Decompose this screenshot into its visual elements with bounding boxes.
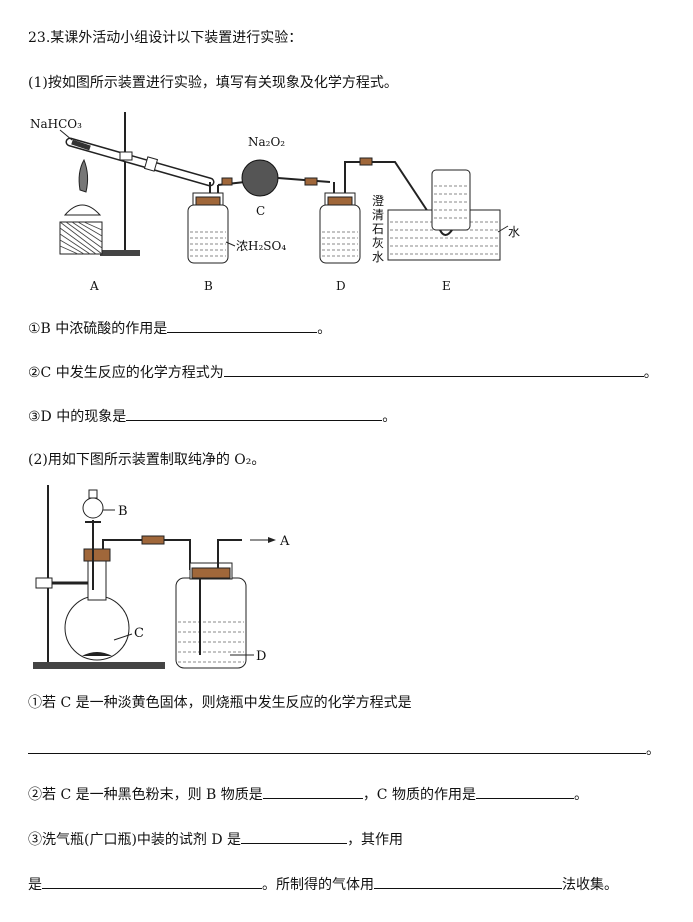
acid-liquid — [190, 231, 226, 257]
question-title: 23.某课外活动小组设计以下装置进行实验： — [28, 30, 303, 46]
stopper-d — [327, 196, 353, 206]
rubber-connector — [141, 535, 165, 545]
label-water: 水 — [508, 225, 520, 239]
question-1-3: ③D 中的现象是。 — [28, 406, 396, 426]
figure-2-apparatus: B A C D — [33, 485, 290, 669]
flask-neck — [87, 559, 107, 601]
stopper-b — [195, 196, 221, 206]
label-d: D — [336, 279, 346, 293]
label-a-2: A — [279, 534, 290, 549]
solid-c — [82, 652, 112, 656]
round-flask — [64, 595, 130, 661]
label-limewater-2: 清 — [372, 208, 384, 222]
question-1-1: ①B 中浓硫酸的作用是。 — [28, 318, 331, 338]
question-2-1: ①若 C 是一种淡黄色固体，则烧瓶中发生反应的化学方程式是 — [28, 695, 412, 711]
answer-blank-1-2[interactable] — [223, 362, 644, 377]
wash-bottle-stopper — [191, 567, 231, 579]
answer-blank-2-3a[interactable] — [241, 829, 348, 844]
question-2-2: ②若 C 是一种黑色粉末，则 B 物质是，C 物质的作用是。 — [28, 784, 588, 804]
answer-blank-2-2b[interactable] — [475, 784, 574, 799]
question-2-3: ③洗气瓶(广口瓶)中装的试剂 D 是，其作用 — [28, 829, 403, 849]
label-limewater-1: 澄 — [372, 193, 384, 208]
question-2-1-answer: 。 — [28, 739, 660, 759]
label-c-2: C — [134, 626, 144, 641]
nahco3-solid — [71, 139, 91, 151]
label-d-2: D — [256, 649, 266, 664]
label-limewater-4: 灰 — [372, 236, 384, 250]
question-1-2: ②C 中发生反应的化学方程式为。 — [28, 362, 658, 382]
answer-blank-1-1[interactable] — [167, 318, 318, 333]
label-b: B — [204, 279, 213, 293]
answer-blank-2-3b[interactable] — [42, 874, 262, 889]
label-limewater-3: 石 — [372, 222, 384, 236]
stopper-a — [143, 156, 159, 172]
stand-base-2 — [33, 662, 165, 669]
answer-blank-2-2a[interactable] — [262, 784, 363, 799]
answer-blank-1-3[interactable] — [126, 406, 383, 421]
alcohol-lamp — [63, 204, 102, 216]
label-h2so4: 浓H₂SO₄ — [236, 239, 286, 253]
label-c: C — [256, 204, 265, 218]
figure-1-apparatus: NaHCO₃ Na₂O₂ 浓H₂SO₄ 澄 清 石 灰 水 水 A B C D … — [30, 112, 520, 293]
answer-blank-2-1[interactable] — [28, 739, 646, 754]
question-2-3-cont: 是。所制得的气体用法收集。 — [28, 874, 618, 894]
separatory-funnel — [82, 497, 104, 519]
heating-block-hatch — [59, 221, 103, 255]
part1-intro: (1)按如图所示装置进行实验，填写有关现象及化学方程式。 — [28, 75, 398, 91]
clamp-a — [119, 151, 133, 161]
stand-base-a — [100, 250, 140, 256]
flask-stopper — [83, 548, 111, 562]
limewater-liquid — [322, 231, 358, 257]
label-limewater-5: 水 — [372, 250, 384, 264]
reagent-d — [178, 621, 244, 663]
flame — [78, 158, 89, 193]
label-a: A — [89, 279, 99, 293]
label-e: E — [442, 279, 451, 293]
label-nahco3: NaHCO₃ — [30, 117, 82, 131]
tube-c-d — [277, 177, 331, 183]
label-na2o2: Na₂O₂ — [248, 135, 285, 149]
part2-intro: (2)用如下图所示装置制取纯净的 O₂。 — [28, 452, 266, 468]
answer-blank-2-3c[interactable] — [374, 874, 562, 889]
label-b-2: B — [118, 504, 128, 519]
